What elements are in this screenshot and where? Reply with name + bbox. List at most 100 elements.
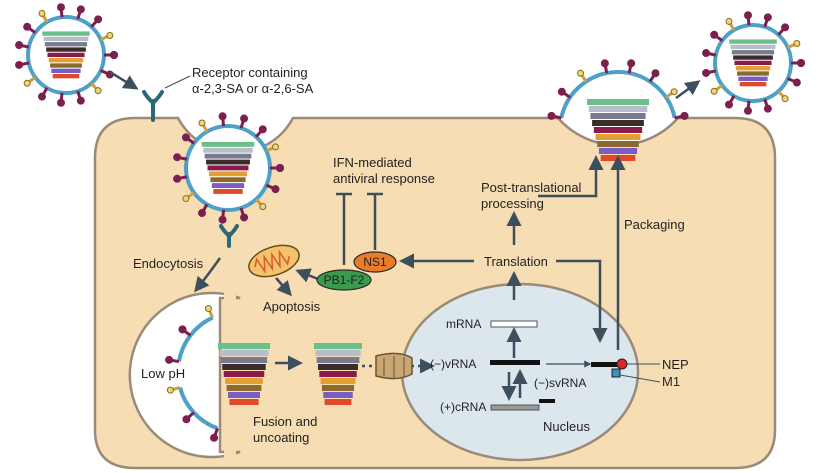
rnp-segment (737, 71, 769, 76)
rnp-segment (226, 385, 262, 391)
rnp-segment (42, 31, 90, 36)
rnp-segment (201, 141, 255, 147)
rnp-segment (50, 63, 82, 68)
released-virus (702, 11, 805, 115)
rnp-segment (47, 52, 85, 58)
rnp-complex (218, 343, 270, 405)
svrna-label: (−)svRNA (534, 376, 586, 390)
ifn-label: IFN-mediated (333, 155, 412, 170)
ptp-label: Post-translational (481, 180, 582, 195)
rnp-segment (48, 58, 84, 63)
release-arrow (675, 80, 701, 100)
rnp-segment (223, 371, 265, 377)
rnp-segment (317, 364, 359, 370)
endocytosed-virus (173, 112, 284, 224)
mrna-label: mRNA (446, 317, 481, 331)
receptor-icon (219, 224, 239, 248)
rnp-segment (51, 68, 81, 73)
rnp-segment (228, 392, 260, 398)
rnp-segment (218, 343, 270, 349)
receptor-leader-line (164, 75, 191, 89)
rnp-segment (204, 153, 252, 159)
rnp-segment (211, 183, 245, 188)
rnp-segment (43, 36, 89, 42)
nuclear-pore-icon (375, 352, 413, 380)
rnp-segment (592, 120, 644, 126)
rnp-segment (733, 55, 773, 60)
rnp-segment (222, 364, 266, 370)
m1-square-icon (611, 368, 621, 378)
ifn-label: antiviral response (333, 171, 435, 186)
attachment-arrow (109, 70, 139, 90)
rnp-segment (730, 44, 776, 50)
rnp-segment (316, 357, 360, 363)
receptor-label: Receptor containing (192, 65, 308, 80)
apoptosis-label: Apoptosis (263, 299, 321, 314)
rnp-segment (739, 82, 767, 87)
fusing-virus (165, 305, 219, 442)
pb1f2-label: PB1-F2 (324, 273, 365, 287)
rnp-segment (729, 39, 777, 44)
rnp-segment (207, 165, 249, 171)
rnp-segment (314, 343, 362, 349)
nep-vrna-bar (591, 362, 621, 367)
ptp-label: processing (481, 196, 544, 211)
endosome (128, 291, 241, 459)
pb1f2-to-mito-arrow (295, 268, 319, 283)
receptor-label: α-2,3-SA or α-2,6-SA (192, 81, 314, 96)
receptor-icon (142, 90, 164, 122)
rnp-segment (597, 141, 639, 147)
rnp-segment (738, 76, 768, 81)
rnp-segment (220, 357, 268, 363)
rnp-segment (595, 134, 641, 140)
nep-dot-icon (616, 358, 628, 370)
ns1-label: NS1 (363, 255, 387, 269)
rnp-segment (324, 399, 352, 405)
pb1f2-protein (316, 269, 372, 291)
fusion-label: uncoating (253, 430, 309, 445)
rnp-segment (321, 385, 355, 391)
rnp-segment (315, 350, 361, 356)
crna-label: (+)cRNA (440, 400, 486, 414)
nep-label: NEP (662, 357, 689, 372)
mitochondrion-icon (248, 244, 300, 278)
rnp-segment (206, 159, 250, 165)
rnp-segment (319, 371, 357, 377)
rnp-segment (598, 148, 638, 154)
translation-to-complex-arrow (556, 259, 608, 343)
rnp-segment (213, 189, 243, 194)
rnp-segment (44, 42, 88, 47)
ptp-to-bud-arrow (538, 155, 604, 198)
rnp-segment (587, 99, 649, 105)
free-virus-top-left (15, 3, 118, 107)
endocytosis-label: Endocytosis (133, 256, 204, 271)
rnp-segment (203, 147, 253, 153)
rnp-segment (731, 50, 775, 55)
rnp-segment (208, 171, 248, 177)
endocytosis-arrow (194, 257, 222, 293)
rnp-segment (320, 378, 356, 384)
vrna-label: (−)vRNA (430, 357, 476, 371)
crna-bar (490, 404, 540, 411)
rnp-segment (593, 127, 643, 133)
rnp-segment (46, 47, 86, 52)
rnp-segment (734, 60, 772, 66)
rnp-segment (588, 106, 648, 112)
svrna-bar (539, 399, 555, 403)
mrna-bar (490, 320, 538, 328)
packaging-label: Packaging (624, 217, 685, 232)
rnp-segment (590, 113, 646, 119)
rnp-segment (219, 350, 269, 356)
rnp-segment (323, 392, 353, 398)
low-ph-label: Low pH (141, 366, 185, 381)
fusion-label: Fusion and (253, 414, 317, 429)
mito-to-apoptosis-arrow (275, 277, 292, 297)
rnp-segment (735, 66, 771, 71)
rnp-segment (229, 399, 259, 405)
rnp-segment (52, 74, 80, 79)
rnp-segment (210, 177, 246, 183)
nucleus-label: Nucleus (543, 419, 590, 434)
rnp-segment (225, 378, 263, 384)
vrna-bar (490, 360, 540, 365)
